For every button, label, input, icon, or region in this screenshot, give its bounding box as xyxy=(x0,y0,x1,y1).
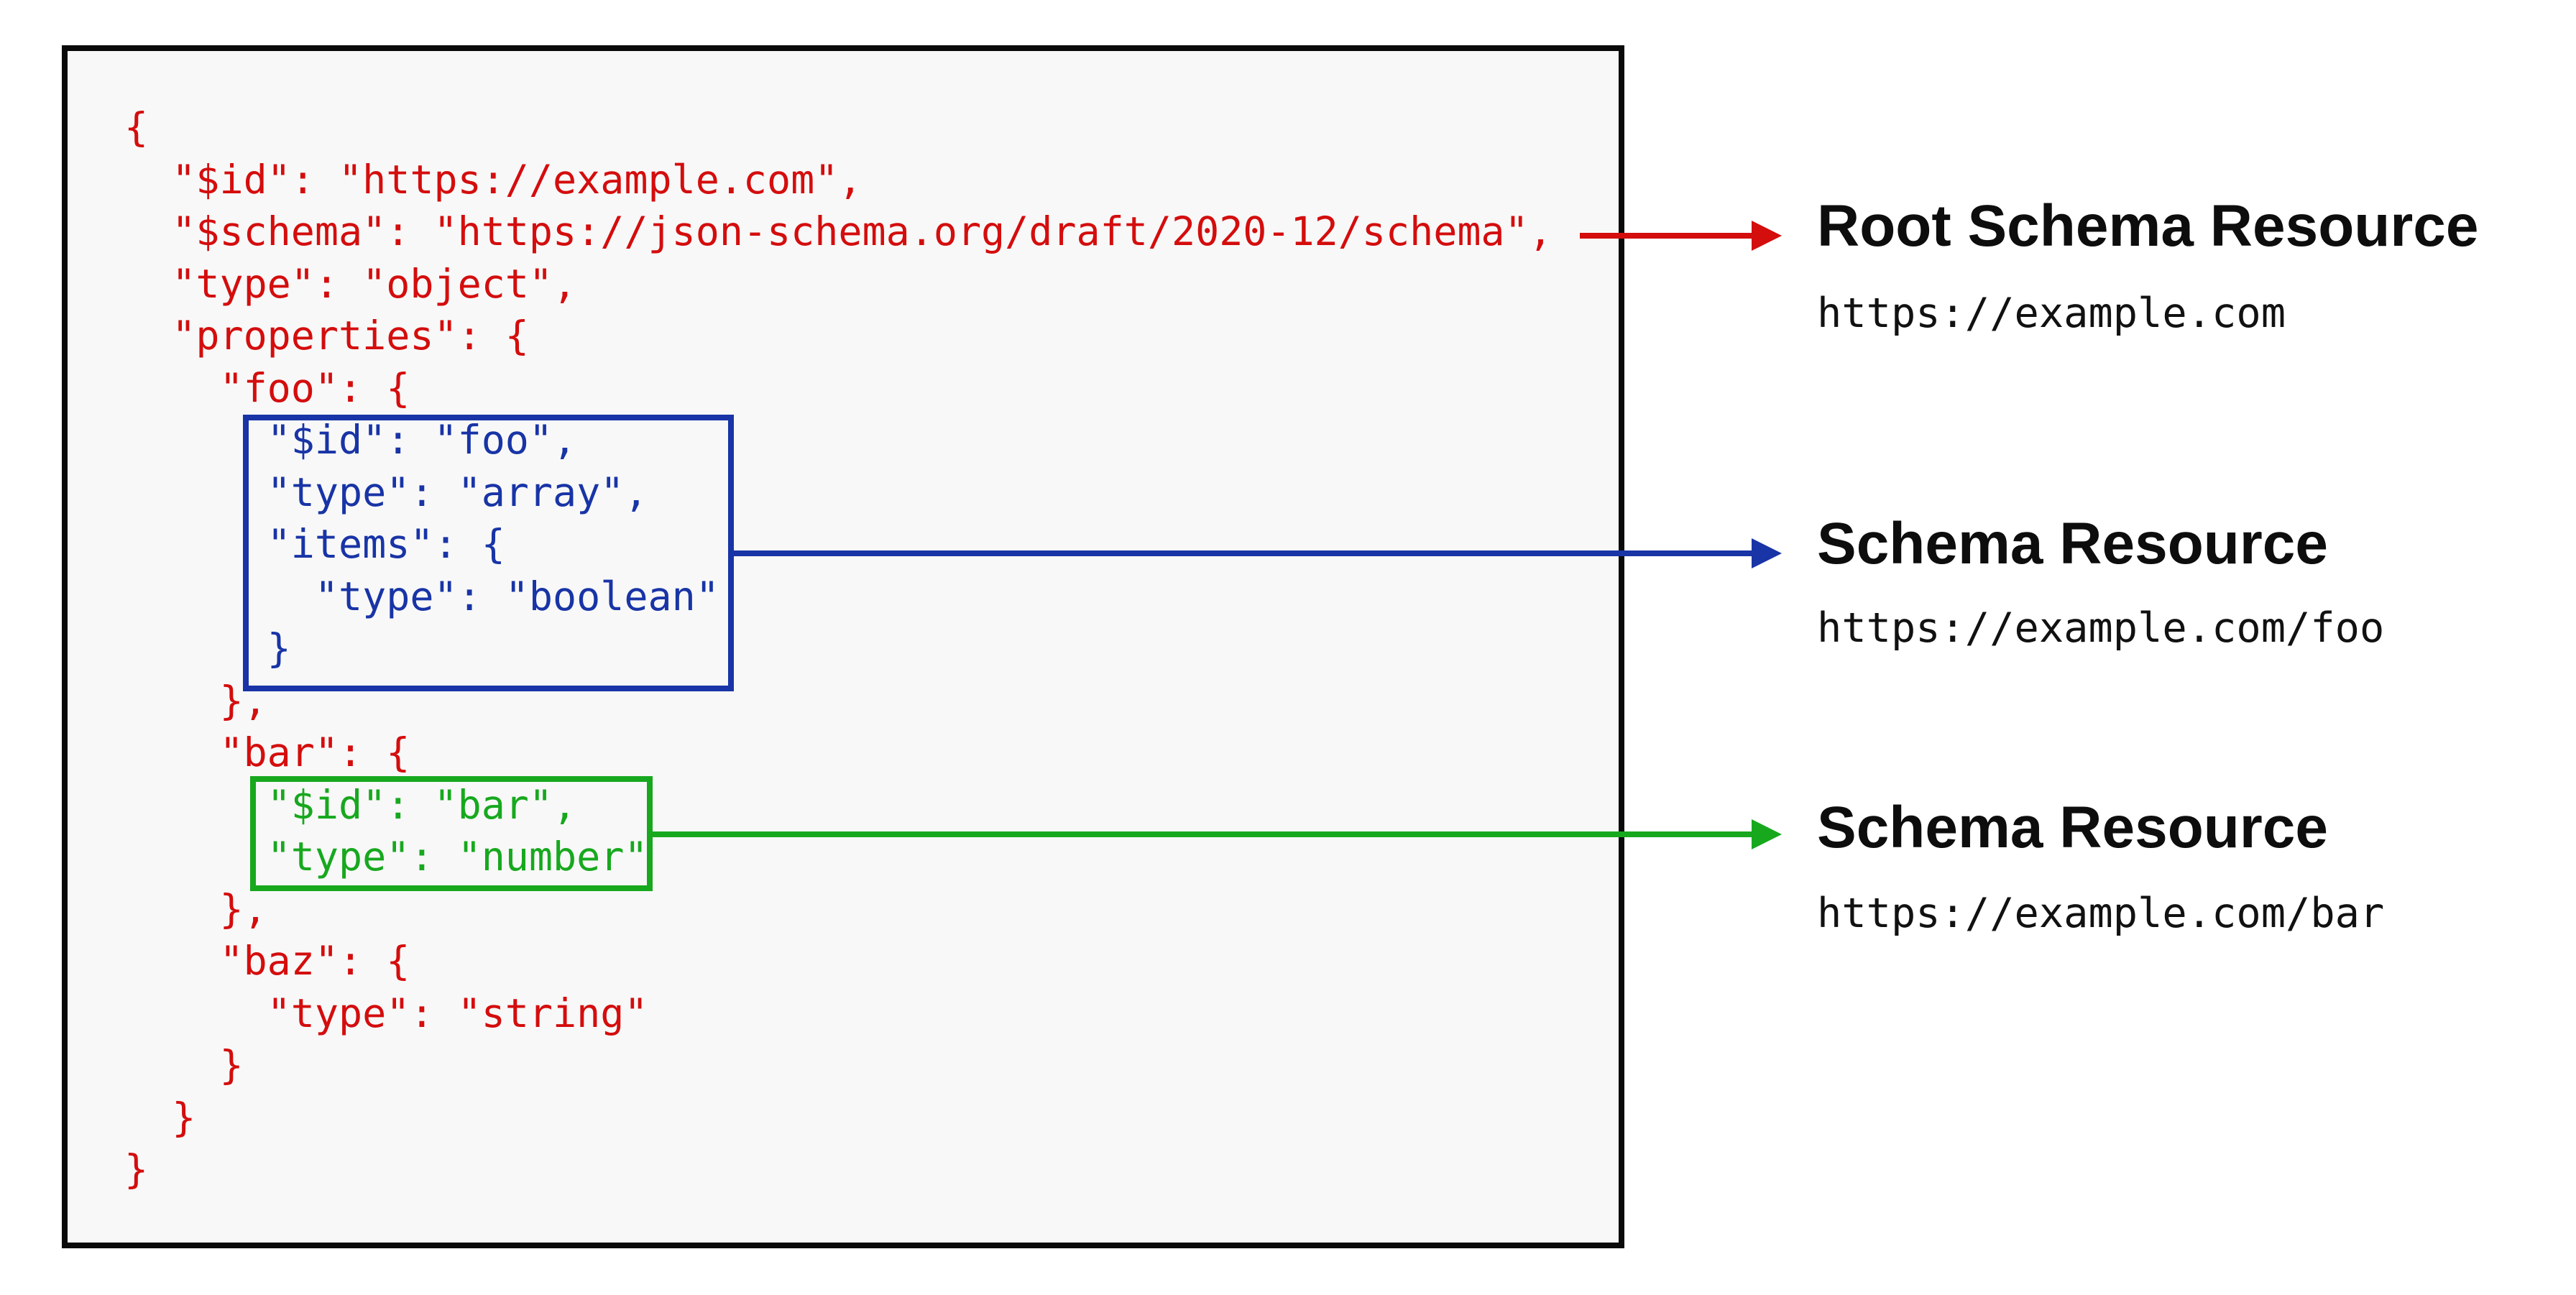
bar-schema-arrowhead-icon xyxy=(1752,819,1782,849)
root-schema-resource-title: Root Schema Resource xyxy=(1817,193,2479,259)
foo-schema-resource-url: https://example.com/foo xyxy=(1817,604,2385,652)
code-line: "type": "boolean" xyxy=(124,573,719,619)
foo-schema-resource-box xyxy=(243,415,734,691)
code-line: } xyxy=(124,1146,149,1192)
code-line: } xyxy=(124,1042,244,1088)
code-line: "items": { xyxy=(124,521,505,567)
code-line: } xyxy=(124,1094,196,1140)
root-schema-arrowhead-icon xyxy=(1752,221,1782,251)
code-line: "properties": { xyxy=(124,313,529,359)
code-line: "$id": "bar", xyxy=(124,781,577,828)
code-line: "type": "string" xyxy=(124,990,648,1036)
foo-schema-arrow xyxy=(734,550,1757,556)
json-schema-code: { "$id": "https://example.com", "$schema… xyxy=(124,101,1552,1196)
code-line: }, xyxy=(124,885,267,932)
code-line: } xyxy=(124,625,291,671)
bar-schema-resource-title: Schema Resource xyxy=(1817,795,2329,860)
code-line: { xyxy=(124,104,149,150)
root-schema-resource-url: https://example.com xyxy=(1817,290,2286,337)
bar-schema-resource-url: https://example.com/bar xyxy=(1817,890,2385,937)
foo-schema-resource-title: Schema Resource xyxy=(1817,511,2329,576)
code-line: "type": "number" xyxy=(124,834,648,880)
code-line: "$schema": "https://json-schema.org/draf… xyxy=(124,208,1552,254)
schema-code-panel xyxy=(62,45,1624,1248)
code-line: "bar": { xyxy=(124,729,410,775)
code-line: "type": "object", xyxy=(124,260,577,307)
bar-schema-arrow xyxy=(653,831,1757,837)
code-line: "type": "array", xyxy=(124,469,648,515)
code-line: "$id": "https://example.com", xyxy=(124,156,862,203)
code-line: "baz": { xyxy=(124,938,410,984)
code-line: "$id": "foo", xyxy=(124,417,577,463)
code-line: "foo": { xyxy=(124,364,410,411)
foo-schema-arrowhead-icon xyxy=(1752,538,1782,568)
root-schema-arrow xyxy=(1580,233,1757,239)
bar-schema-resource-box xyxy=(250,776,653,891)
